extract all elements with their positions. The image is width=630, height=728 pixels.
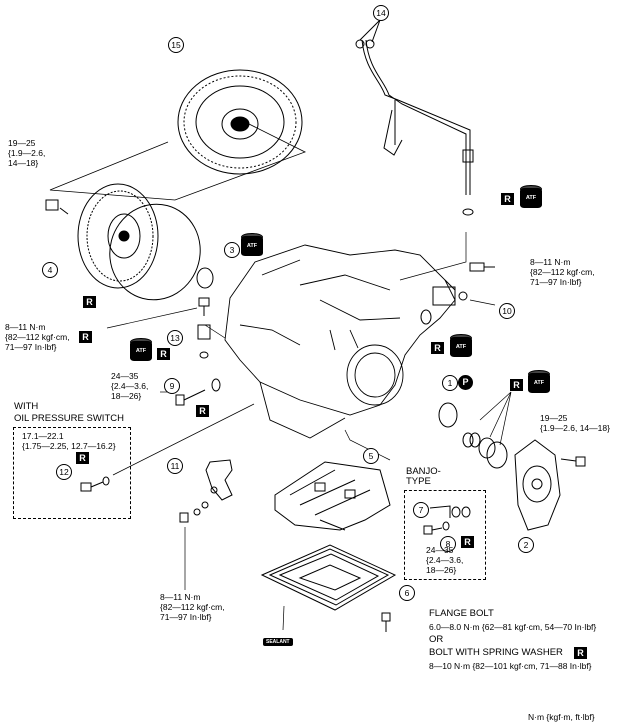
with-label: WITH [14, 401, 39, 412]
callout-9: 9 [164, 378, 180, 394]
transaxle-case [224, 244, 456, 439]
replace-badge: R [79, 331, 92, 343]
spring-washer-bolt-label: BOLT WITH SPRING WASHER [429, 647, 563, 658]
oil-switch-box [13, 427, 131, 519]
torque-mid-left: 8—11 N·m{82—112 kgf·cm,71—97 In·lbf} [5, 322, 70, 352]
bolt-9 [175, 378, 221, 406]
callout-8: 8 [440, 536, 456, 552]
torque-pump-bolt: 19—25{1.9—2.6, 14—18} [540, 413, 610, 433]
atf-badge: ATF [241, 233, 263, 257]
callout-4: 4 [42, 262, 58, 278]
torque-top-left: 19—25{1.9—2.6,14—18} [8, 138, 46, 168]
pump-bolt [198, 297, 210, 316]
callout-10: 10 [499, 303, 515, 319]
flange-bolt-label: FLANGE BOLT [429, 608, 494, 619]
o-ring-case [420, 309, 432, 325]
replace-badge: R [157, 348, 170, 360]
callout-15: 15 [168, 37, 184, 53]
callout-11: 11 [167, 458, 183, 474]
spring-washer-bolt-spec: 8—10 N·m {82—101 kgf·cm, 71—88 In·lbf} [429, 661, 592, 671]
replace-badge: R [510, 379, 523, 391]
replace-badge: R [196, 405, 209, 417]
callout-7: 7 [413, 502, 429, 518]
bolt-tr [469, 262, 495, 272]
leader-lines [106, 232, 512, 631]
atf-badge: ATF [528, 370, 550, 394]
sealant-badge: SEALANT [263, 638, 293, 646]
flange-bolt-spec: 6.0—8.0 N·m {62—81 kgf·cm, 54—70 In·lbf} [429, 622, 597, 632]
sealing-agent-badge: P [458, 375, 473, 390]
callout-12: 12 [56, 464, 72, 480]
callout-3: 3 [224, 242, 240, 258]
callout-14: 14 [373, 5, 389, 21]
replace-badge: R [501, 193, 514, 205]
callout-13: 13 [167, 330, 183, 346]
seal-ring [109, 203, 201, 301]
sensor-13 [197, 324, 211, 359]
callout-5: 5 [363, 448, 379, 464]
gasket-1 [438, 402, 458, 428]
replace-badge: R [461, 536, 474, 548]
callout-6: 6 [399, 585, 415, 601]
units-note: N·m {kgf·m, ft·lbf} [528, 712, 595, 722]
torque-top-right: 8—11 N·m{82—112 kgf·cm,71—97 In·lbf} [530, 257, 595, 287]
callout-2: 2 [518, 537, 534, 553]
oil-pipe [355, 19, 474, 216]
oil-pressure-switch [80, 476, 110, 492]
torque-converter [177, 69, 303, 175]
atf-badge: ATF [130, 338, 152, 362]
oil-pan [260, 544, 397, 632]
torque-bottom-left: 8—11 N·m{82—112 kgf·cm,71—97 In·lbf} [160, 592, 225, 622]
seals-2 [462, 432, 508, 469]
banjo-box [404, 490, 486, 580]
pump-cover-2 [514, 439, 586, 531]
atf-badge: ATF [450, 334, 472, 358]
callout-1: 1 [442, 375, 458, 391]
replace-badge: R [83, 296, 96, 308]
drive-plate [45, 183, 159, 289]
oil-pressure-switch-label: OIL PRESSURE SWITCH [14, 413, 124, 424]
or-label: OR [429, 634, 444, 645]
solenoid-10 [432, 279, 468, 306]
banjo-fitting [423, 505, 471, 535]
o-ring-3 [196, 267, 214, 289]
replace-badge: R [431, 342, 444, 354]
torque-banjo: 24—35{2.4—3.6,18—26} [426, 545, 464, 575]
bracket-11 [179, 459, 233, 523]
banjo-label: BANJO-TYPE [406, 466, 441, 487]
replace-badge: R [574, 647, 587, 659]
atf-badge: ATF [520, 185, 542, 209]
replace-badge: R [76, 452, 89, 464]
valve-body [274, 461, 391, 531]
torque-bolt-9: 24—35{2.4—3.6,18—26} [111, 371, 149, 401]
torque-oil-switch: 17.1—22.1{1.75—2.25, 12.7—16.2} [22, 431, 116, 451]
